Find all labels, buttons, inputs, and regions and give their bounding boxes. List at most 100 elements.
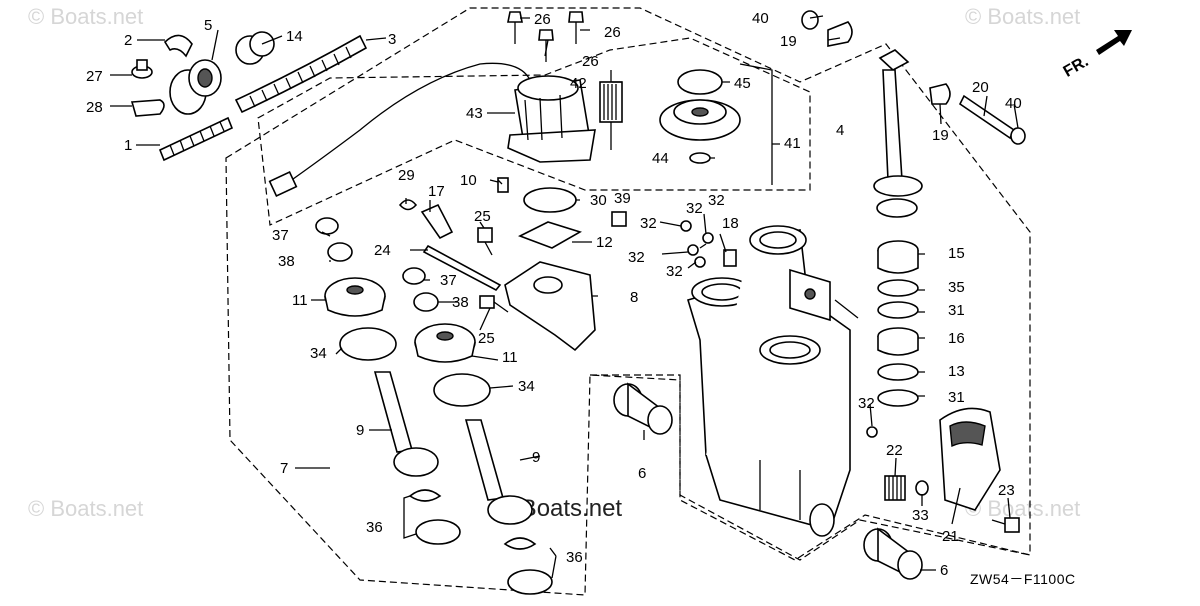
outline-tilt-group xyxy=(590,374,1031,561)
watermark-bottom-right: © Boats.net xyxy=(965,496,1080,521)
callout-17: 17 xyxy=(428,183,445,200)
direction-label: FR. xyxy=(1061,53,1092,81)
part-11-cap xyxy=(324,277,386,317)
callout-31: 31 xyxy=(948,302,965,319)
callout-22: 22 xyxy=(886,442,903,459)
part-15-piston xyxy=(877,240,919,274)
part-36-ring-3 xyxy=(503,537,537,550)
callout-40: 40 xyxy=(752,10,769,27)
callout-37b: 37 xyxy=(440,272,457,289)
part-6-bushing xyxy=(613,382,673,435)
part-44-washer xyxy=(689,152,711,164)
callout-37: 37 xyxy=(272,227,289,244)
callout-43: 43 xyxy=(466,105,483,122)
callout-26c: 26 xyxy=(582,53,599,70)
callout-25b: 25 xyxy=(478,330,495,347)
part-1-stud xyxy=(158,116,234,162)
callout-26b: 26 xyxy=(604,24,621,41)
arrow-icon xyxy=(1096,30,1132,55)
callout-32c: 32 xyxy=(708,192,725,209)
watermark-top-right: © Boats.net xyxy=(965,4,1080,29)
callout-30: 30 xyxy=(590,192,607,209)
part-13-ring xyxy=(877,363,919,381)
callout-34b: 34 xyxy=(518,378,535,395)
part-3-tube xyxy=(234,34,368,114)
part-35-ring xyxy=(877,279,919,297)
part-32-washers xyxy=(680,220,878,438)
part-36-ring-4 xyxy=(507,569,553,595)
callout-12: 12 xyxy=(596,234,613,251)
part-26-bolts xyxy=(507,11,584,62)
callout-18: 18 xyxy=(722,215,739,232)
part-17-valve xyxy=(420,203,454,240)
part-23-bolt xyxy=(991,517,1020,533)
callout-20: 20 xyxy=(972,79,989,96)
callout-23: 23 xyxy=(998,482,1015,499)
callout-32d: 32 xyxy=(628,249,645,266)
callout-33: 33 xyxy=(912,507,929,524)
callout-29: 29 xyxy=(398,167,415,184)
callout-32e: 32 xyxy=(666,263,683,280)
callout-28: 28 xyxy=(86,99,103,116)
part-37-seal xyxy=(315,217,339,235)
part-29-ring xyxy=(398,199,418,211)
part-22-filter xyxy=(884,475,906,501)
callout-26: 26 xyxy=(534,11,551,28)
part-33-washer xyxy=(915,480,929,496)
callout-15: 15 xyxy=(948,245,965,262)
callout-39: 39 xyxy=(614,190,631,207)
part-45-o-ring xyxy=(677,69,723,95)
part-40-washer-2 xyxy=(1010,127,1026,145)
part-5-grommet xyxy=(169,59,222,115)
callout-9: 9 xyxy=(356,422,364,439)
part-31-ring xyxy=(877,301,919,319)
callout-6: 6 xyxy=(638,465,646,482)
part-30-o-ring xyxy=(523,187,577,213)
part-9-rod xyxy=(373,371,439,477)
cylinder-housing xyxy=(687,225,851,537)
part-10-pin xyxy=(497,177,509,193)
part-25-bolt xyxy=(477,227,493,256)
part-25-bolt-2 xyxy=(479,295,509,313)
callout-4: 4 xyxy=(836,122,844,139)
callout-1: 1 xyxy=(124,137,132,154)
part-42-armature xyxy=(599,70,623,150)
part-12-valve-plate xyxy=(518,221,582,249)
part-41-end-cover xyxy=(659,99,741,141)
callout-7: 7 xyxy=(280,460,288,477)
part-14-sleeve xyxy=(235,31,275,65)
part-19-bushing xyxy=(827,21,853,47)
callout-41: 41 xyxy=(784,135,801,152)
part-27-bolt xyxy=(131,59,153,79)
callout-13: 13 xyxy=(948,363,965,380)
callout-45: 45 xyxy=(734,75,751,92)
leader-lines xyxy=(110,15,1019,579)
part-tilt-rod xyxy=(873,49,923,218)
callout-32a: 32 xyxy=(640,215,657,232)
part-16-valve xyxy=(877,327,919,356)
callout-27: 27 xyxy=(86,68,103,85)
diagram-code: ZW54－F1100C xyxy=(970,571,1076,587)
callout-10: 10 xyxy=(460,172,477,189)
watermark-top-left: © Boats.net xyxy=(28,4,143,29)
callout-6b: 6 xyxy=(940,562,948,579)
callout-9b: 9 xyxy=(532,449,540,466)
callout-36: 36 xyxy=(366,519,383,536)
part-39-plug xyxy=(611,211,627,227)
part-8-pump-body xyxy=(504,261,596,352)
callout-38b: 38 xyxy=(452,294,469,311)
callout-19: 19 xyxy=(780,33,797,50)
connector xyxy=(268,171,298,197)
callout-11b: 11 xyxy=(502,349,518,366)
part-34-o-ring xyxy=(339,327,397,361)
part-24-shaft xyxy=(422,244,502,292)
callout-labels: 1 2 3 4 5 6 6 7 8 9 9 10 11 11 12 13 14 … xyxy=(86,10,1022,579)
part-34-o-ring-2 xyxy=(433,373,491,407)
part-38-seal xyxy=(327,242,353,262)
callout-31b: 31 xyxy=(948,389,965,406)
callout-21: 21 xyxy=(942,528,959,545)
outline-main-group xyxy=(225,7,1031,596)
callout-42: 42 xyxy=(570,75,587,92)
callout-32f: 32 xyxy=(858,395,875,412)
